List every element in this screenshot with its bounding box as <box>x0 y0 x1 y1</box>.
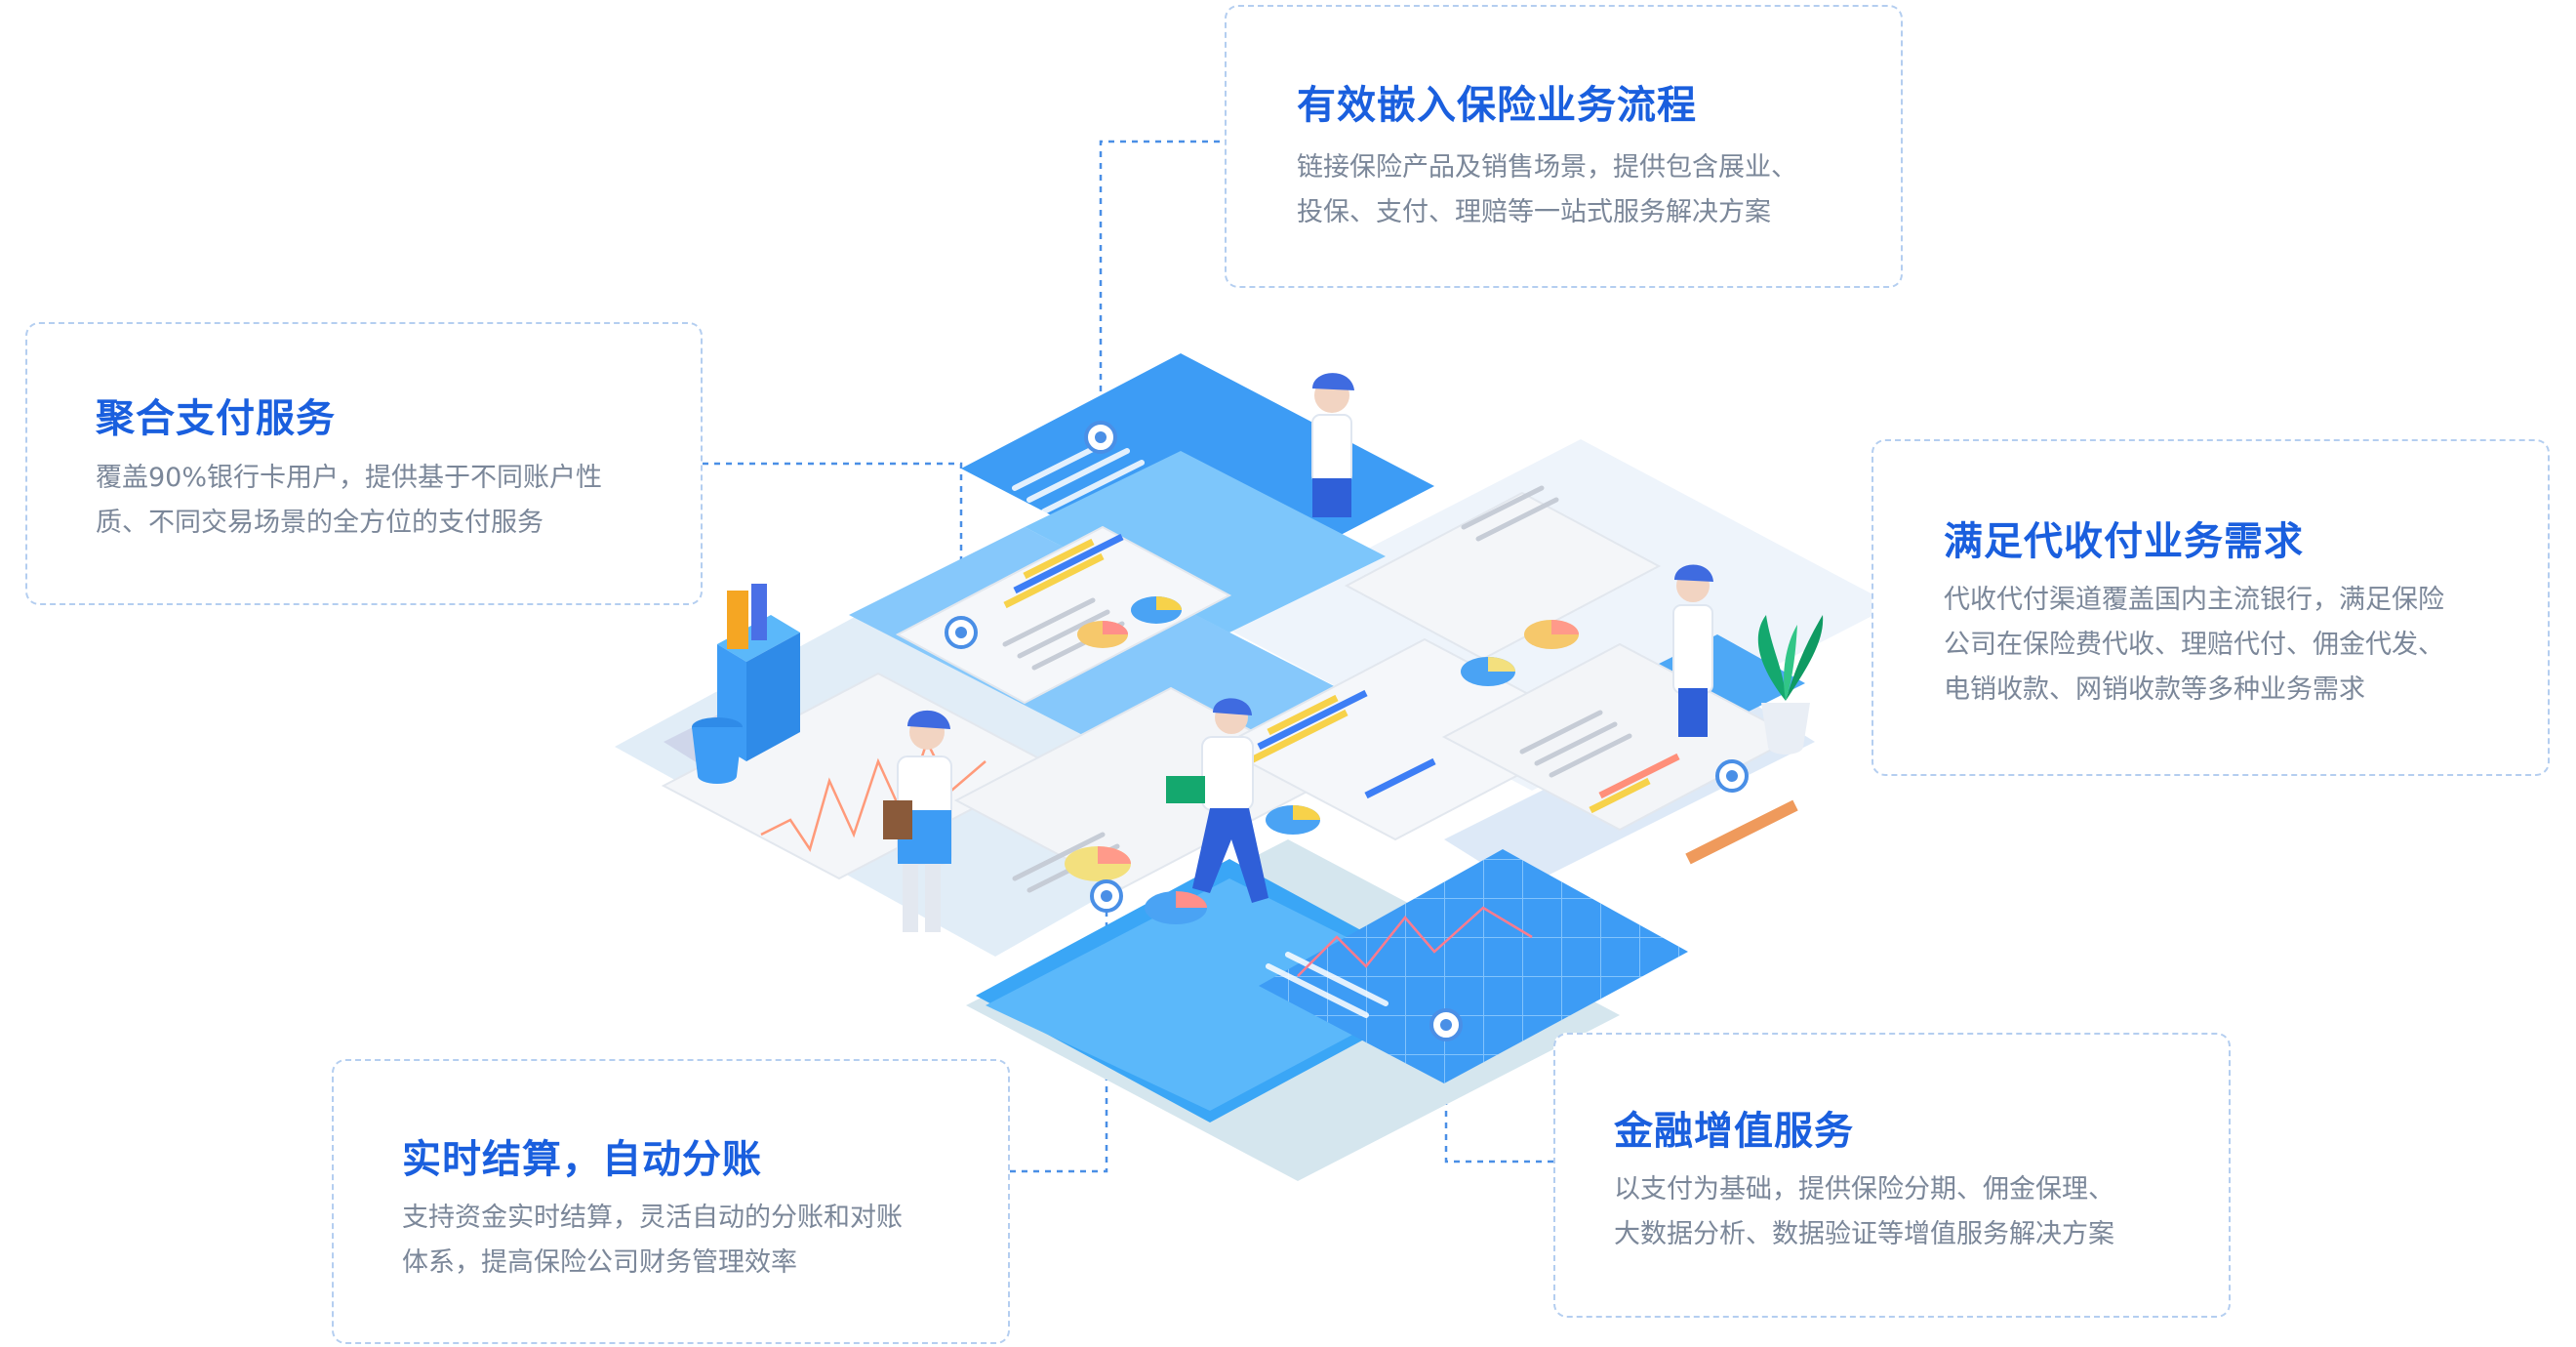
card-financial-value: 金融增值服务 以支付为基础，提供保险分期、佣金保理、 大数据分析、数据验证等增值… <box>1553 1033 2231 1318</box>
person-figure <box>883 373 1713 932</box>
card-desc-line-2: 体系，提高保险公司财务管理效率 <box>402 1247 797 1278</box>
card-desc-line-2: 大数据分析、数据验证等增值服务解决方案 <box>1614 1219 2114 1249</box>
card-title: 金融增值服务 <box>1614 1109 1854 1154</box>
card-collection-payment: 满足代收付业务需求 代收代付渠道覆盖国内主流银行，满足保险 公司在保险费代收、理… <box>1872 439 2550 776</box>
card-desc-line-1: 链接保险产品及销售场景，提供包含展业、 <box>1297 152 1797 183</box>
card-desc-line-1: 代收代付渠道覆盖国内主流银行，满足保险 <box>1944 585 2444 615</box>
card-title: 实时结算，自动分账 <box>402 1137 762 1182</box>
card-desc-line-1: 支持资金实时结算，灵活自动的分账和对账 <box>402 1203 903 1233</box>
card-title: 有效嵌入保险业务流程 <box>1297 83 1697 128</box>
card-desc-line-3: 电销收款、网销收款等多种业务需求 <box>1944 674 2365 705</box>
bar-chart <box>1003 533 1798 865</box>
card-desc-line-2: 质、不同交易场景的全方位的支付服务 <box>96 508 543 538</box>
card-desc-line-2: 公司在保险费代收、理赔代付、佣金代发、 <box>1944 630 2444 660</box>
connector-node <box>945 421 1749 1041</box>
card-title: 聚合支付服务 <box>96 396 336 441</box>
plant-pot <box>1757 615 1824 755</box>
card-desc-line-1: 覆盖90%银行卡用户，提供基于不同账户性 <box>96 463 603 493</box>
card-realtime-settlement: 实时结算，自动分账 支持资金实时结算，灵活自动的分账和对账 体系，提高保险公司财… <box>332 1059 1010 1344</box>
cabinet <box>692 584 800 784</box>
card-desc-line-2: 投保、支付、理赔等一站式服务解决方案 <box>1297 197 1771 227</box>
connector-lines <box>703 140 1864 1173</box>
card-insurance-flow: 有效嵌入保险业务流程 链接保险产品及销售场景，提供包含展业、 投保、支付、理赔等… <box>1225 5 1903 288</box>
card-title: 满足代收付业务需求 <box>1944 519 2304 564</box>
card-desc-line-1: 以支付为基础，提供保险分期、佣金保理、 <box>1614 1174 2114 1204</box>
pie-chart <box>1065 596 1579 924</box>
card-aggregate-payment: 聚合支付服务 覆盖90%银行卡用户，提供基于不同账户性 质、不同交易场景的全方位… <box>25 322 703 605</box>
